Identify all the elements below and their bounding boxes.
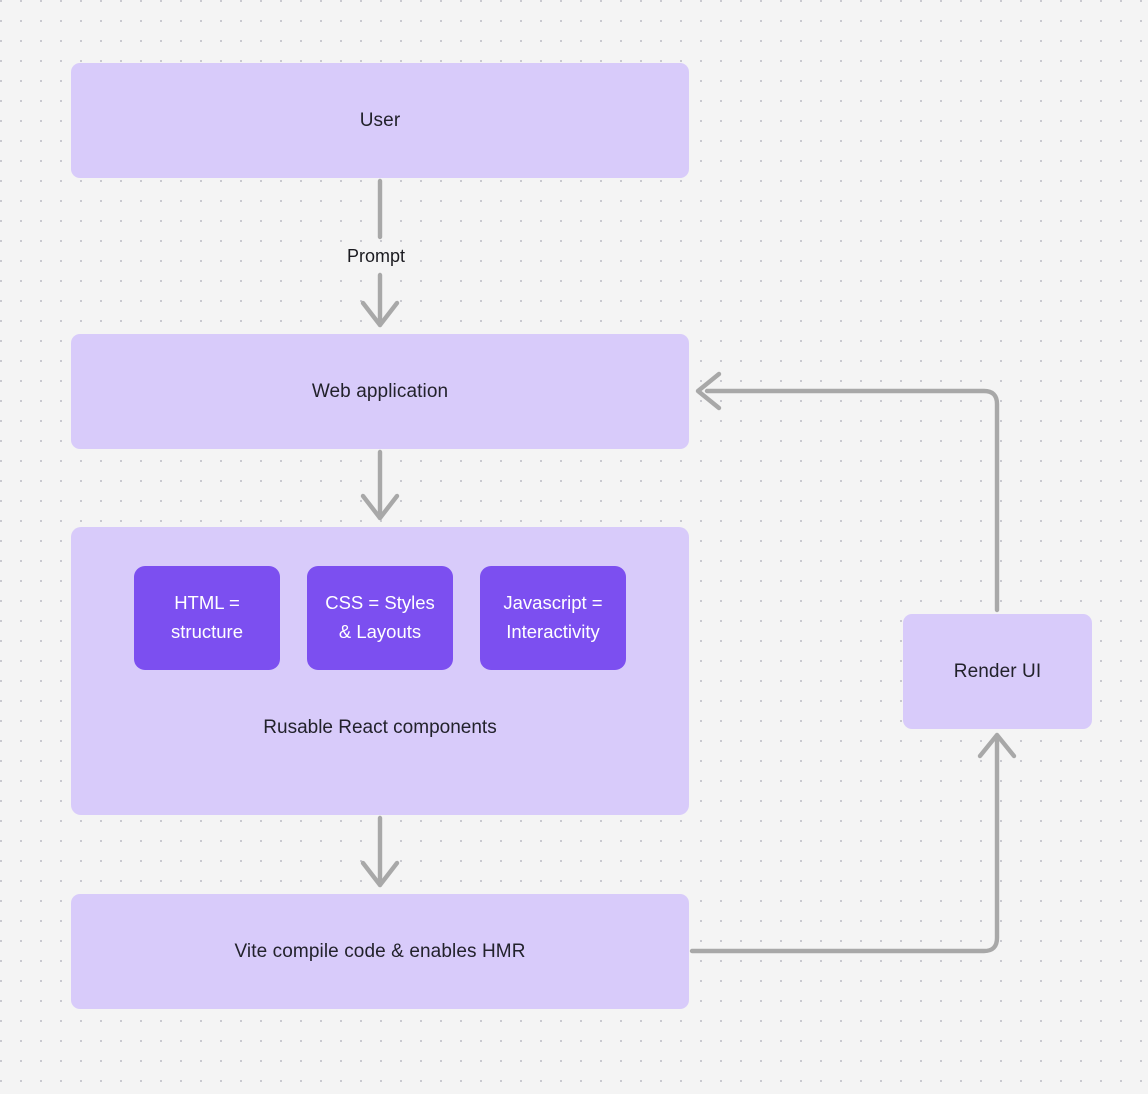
chip-css[interactable]: CSS = Styles & Layouts [307, 566, 453, 670]
node-user-label: User [359, 109, 401, 131]
edge-vite-to-render [689, 735, 1000, 954]
chip-css-label: CSS = Styles & Layouts [325, 592, 435, 642]
node-vite-compile[interactable]: Vite compile code & enables HMR [71, 894, 689, 1009]
node-user[interactable]: User [71, 63, 689, 178]
node-render-ui-label: Render UI [953, 660, 1042, 682]
edge-label-prompt: Prompt [340, 245, 413, 268]
node-vite-compile-label: Vite compile code & enables HMR [234, 940, 526, 962]
components-caption: Rusable React components [263, 717, 497, 738]
node-reusable-react-components[interactable]: HTML = structure CSS = Styles & Layouts … [71, 527, 689, 815]
arrowhead-webapp-to-components [360, 493, 400, 521]
arrowhead-vite-to-render [977, 732, 1017, 759]
chip-javascript-label: Javascript = Interactivity [503, 592, 603, 642]
chip-javascript[interactable]: Javascript = Interactivity [480, 566, 626, 670]
arrowhead-user-to-webapp [360, 300, 400, 328]
chip-html[interactable]: HTML = structure [134, 566, 280, 670]
node-render-ui[interactable]: Render UI [903, 614, 1092, 729]
node-web-application-label: Web application [311, 380, 449, 402]
edge-render-to-webapp [704, 388, 1000, 613]
arrowhead-render-to-webapp [695, 371, 722, 411]
node-web-application[interactable]: Web application [71, 334, 689, 449]
chip-html-label: HTML = structure [171, 592, 243, 642]
chip-row: HTML = structure CSS = Styles & Layouts … [71, 566, 689, 670]
arrowhead-components-to-vite [360, 860, 400, 888]
